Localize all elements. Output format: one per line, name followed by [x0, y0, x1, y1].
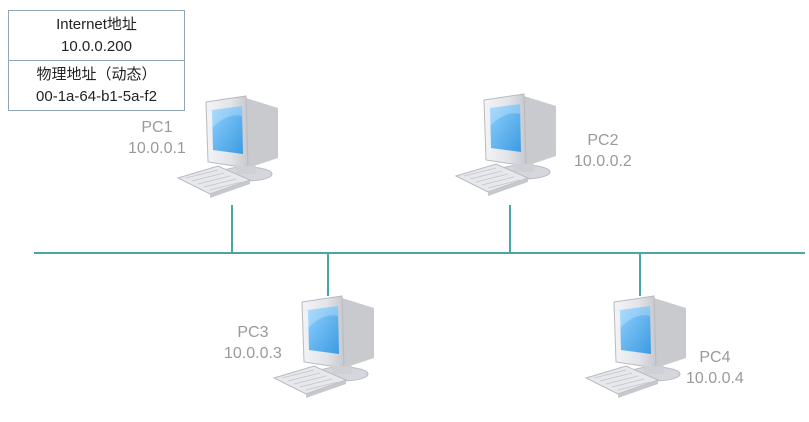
internet-address-label: Internet地址	[56, 16, 137, 33]
pc3-computer-icon[interactable]	[273, 295, 375, 399]
pc4-name: PC4	[699, 349, 731, 366]
physical-address-value: 00-1a-64-b1-5a-f2	[36, 88, 157, 105]
pc4-computer-icon[interactable]	[585, 295, 687, 399]
pc1-ip: 10.0.0.1	[128, 140, 186, 157]
pc2-computer-icon[interactable]	[455, 93, 557, 197]
pc4-label: PC4 10.0.0.4	[686, 347, 744, 389]
pc3-ip: 10.0.0.3	[224, 345, 282, 362]
address-info-box: Internet地址 10.0.0.200 物理地址（动态） 00-1a-64-…	[8, 10, 185, 111]
pc1-label: PC1 10.0.0.1	[128, 117, 186, 159]
physical-address-label: 物理地址（动态）	[36, 66, 157, 83]
physical-address-cell: 物理地址（动态） 00-1a-64-b1-5a-f2	[9, 61, 184, 111]
pc1-name: PC1	[141, 119, 173, 136]
pc2-label: PC2 10.0.0.2	[574, 130, 632, 172]
pc3-label: PC3 10.0.0.3	[224, 322, 282, 364]
pc3-name: PC3	[237, 324, 269, 341]
pc2-ip: 10.0.0.2	[574, 153, 632, 170]
internet-address-cell: Internet地址 10.0.0.200	[9, 11, 184, 61]
pc2-name: PC2	[587, 132, 619, 149]
pc1-computer-icon[interactable]	[177, 95, 279, 199]
pc4-ip: 10.0.0.4	[686, 370, 744, 387]
internet-address-value: 10.0.0.200	[61, 38, 132, 55]
